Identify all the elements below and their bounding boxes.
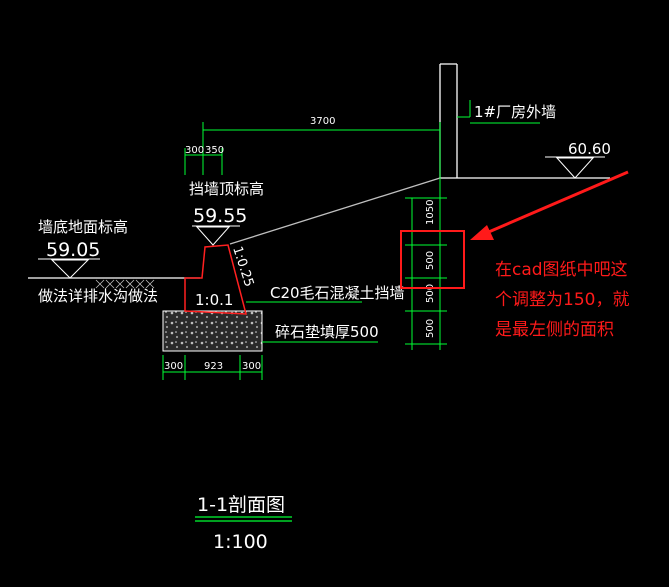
gravel-base <box>162 310 263 352</box>
dimension-bottom-300-right: 300 <box>242 361 261 372</box>
building-wall <box>439 63 610 179</box>
retaining-wall <box>184 244 247 315</box>
annotation-line-2: 个调整为150，就 <box>495 290 629 310</box>
material-label-group: C20毛石混凝土挡墙 <box>246 284 405 303</box>
fill-slope-line <box>229 177 441 245</box>
annotation-note: 在cad图纸中吧这 个调整为150，就 是最左侧的面积 <box>495 260 629 340</box>
wall-top-label: 挡墙顶标高 <box>189 180 264 198</box>
dimension-top: 3700 <box>202 116 441 178</box>
annotation-line-3: 是最左侧的面积 <box>495 320 614 340</box>
dimension-top-small: 300 350 <box>184 145 224 175</box>
building-wall-label-group: 1#厂房外墙 <box>457 100 556 124</box>
wall-bottom-label: 墙底地面标高 <box>38 218 128 236</box>
ground-elevation-marker: 60.60 <box>545 140 611 179</box>
annotation-arrow-icon <box>470 170 629 240</box>
material-label: C20毛石混凝土挡墙 <box>270 284 405 302</box>
wall-bottom-elevation-value: 59.05 <box>46 239 100 261</box>
gravel-label-group: 碎石垫填厚500 <box>262 323 379 343</box>
ground-hatch <box>95 279 155 289</box>
section-title-block: 1-1剖面图 1:100 <box>195 494 292 553</box>
wall-top-elevation-value: 59.55 <box>193 205 247 227</box>
vdim-500-a: 500 <box>425 251 436 270</box>
wall-bottom-elevation-marker: 墙底地面标高 59.05 <box>38 218 128 279</box>
dimension-bottom: 300 923 300 <box>162 355 263 380</box>
dimension-vertical: 1050 500 500 500 <box>405 178 447 350</box>
building-wall-label: 1#厂房外墙 <box>474 103 556 121</box>
dimension-top-300: 300 <box>185 145 204 156</box>
dimension-bottom-923: 923 <box>204 361 223 372</box>
wall-top-elevation-marker: 挡墙顶标高 59.55 <box>189 180 264 246</box>
dimension-total-width: 3700 <box>310 116 335 127</box>
section-scale: 1:100 <box>213 531 268 553</box>
highlight-box <box>400 230 465 289</box>
vdim-500-c: 500 <box>425 319 436 338</box>
vdim-500-b: 500 <box>425 284 436 303</box>
dimension-top-350: 350 <box>205 145 224 156</box>
gravel-label: 碎石垫填厚500 <box>275 323 379 341</box>
drainage-label: 做法详排水沟做法 <box>38 287 158 305</box>
section-title: 1-1剖面图 <box>197 494 285 516</box>
inner-slope-label: 1:0.1 <box>195 291 233 309</box>
vdim-1050: 1050 <box>425 200 436 225</box>
annotation-line-1: 在cad图纸中吧这 <box>495 260 628 280</box>
dimension-bottom-300-left: 300 <box>164 361 183 372</box>
ground-elevation-value: 60.60 <box>568 140 611 158</box>
